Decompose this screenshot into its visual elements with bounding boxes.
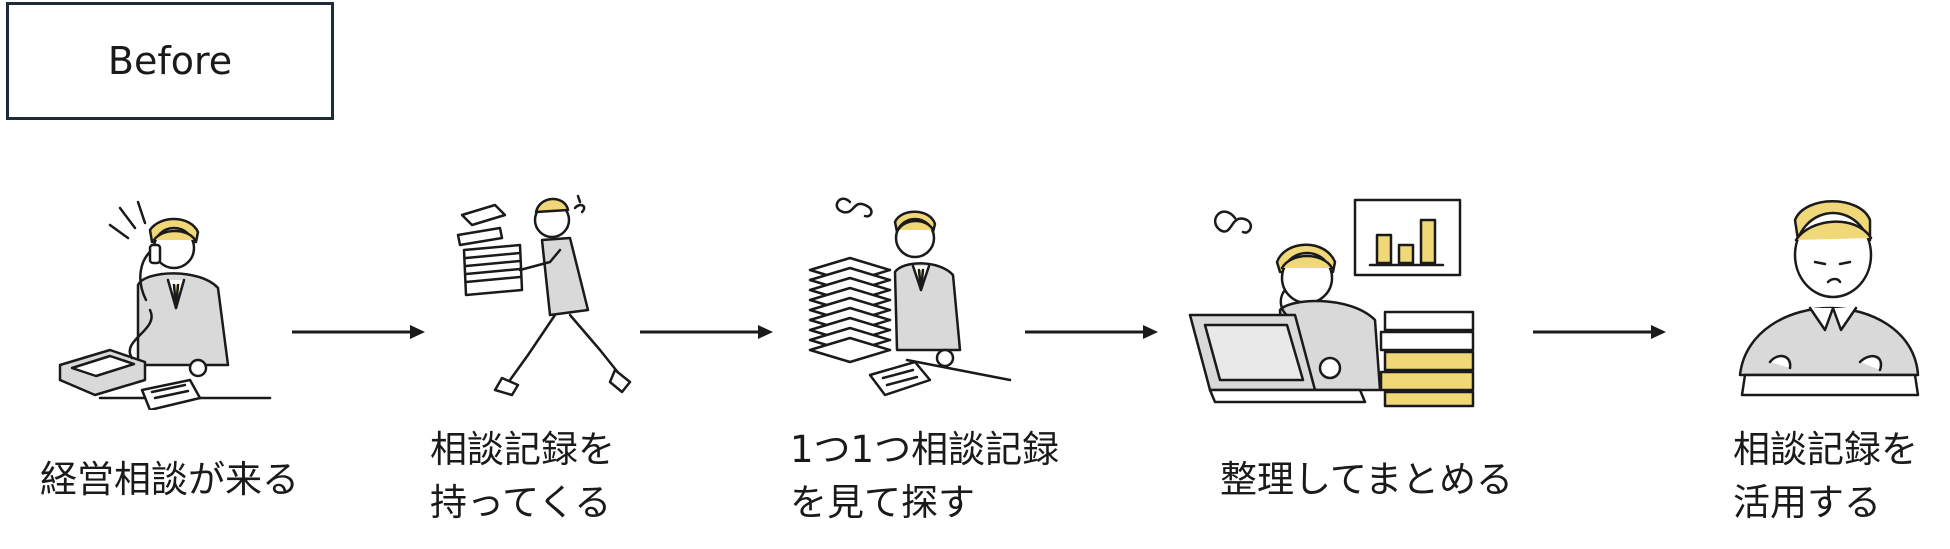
before-badge: Before bbox=[6, 2, 334, 120]
step-label-line: 持ってくる bbox=[430, 481, 612, 524]
before-label: Before bbox=[107, 39, 233, 83]
arrow-right-icon bbox=[640, 325, 773, 339]
running-with-papers-icon bbox=[456, 194, 632, 397]
step-label: 整理してまとめる bbox=[1220, 453, 1513, 506]
step-label-line: 活用する bbox=[1733, 481, 1881, 524]
searching-paper-stack-icon bbox=[808, 197, 1012, 397]
step-label-line: 相談記録を bbox=[430, 428, 615, 471]
step-label: 1つ1つ相談記録 を見て探す bbox=[790, 423, 1059, 529]
step-label: 経営相談が来る bbox=[40, 453, 299, 506]
arrow-right-icon bbox=[1025, 325, 1158, 339]
phone-call-person-icon bbox=[58, 200, 272, 410]
step-label-line: 整理してまとめる bbox=[1220, 458, 1514, 501]
step-label-line: 1つ1つ相談記録 bbox=[790, 428, 1060, 471]
using-records-person-icon bbox=[1738, 200, 1920, 397]
step-label-line: 経営相談が来る bbox=[40, 458, 299, 501]
arrow-right-icon bbox=[292, 325, 425, 339]
step-label: 相談記録を 持ってくる bbox=[430, 423, 615, 529]
step-label-line: 相談記録を bbox=[1733, 428, 1918, 471]
arrow-right-icon bbox=[1533, 325, 1666, 339]
laptop-organizing-icon bbox=[1188, 198, 1475, 408]
step-label: 相談記録を 活用する bbox=[1733, 423, 1918, 529]
step-label-line: を見て探す bbox=[790, 481, 975, 524]
